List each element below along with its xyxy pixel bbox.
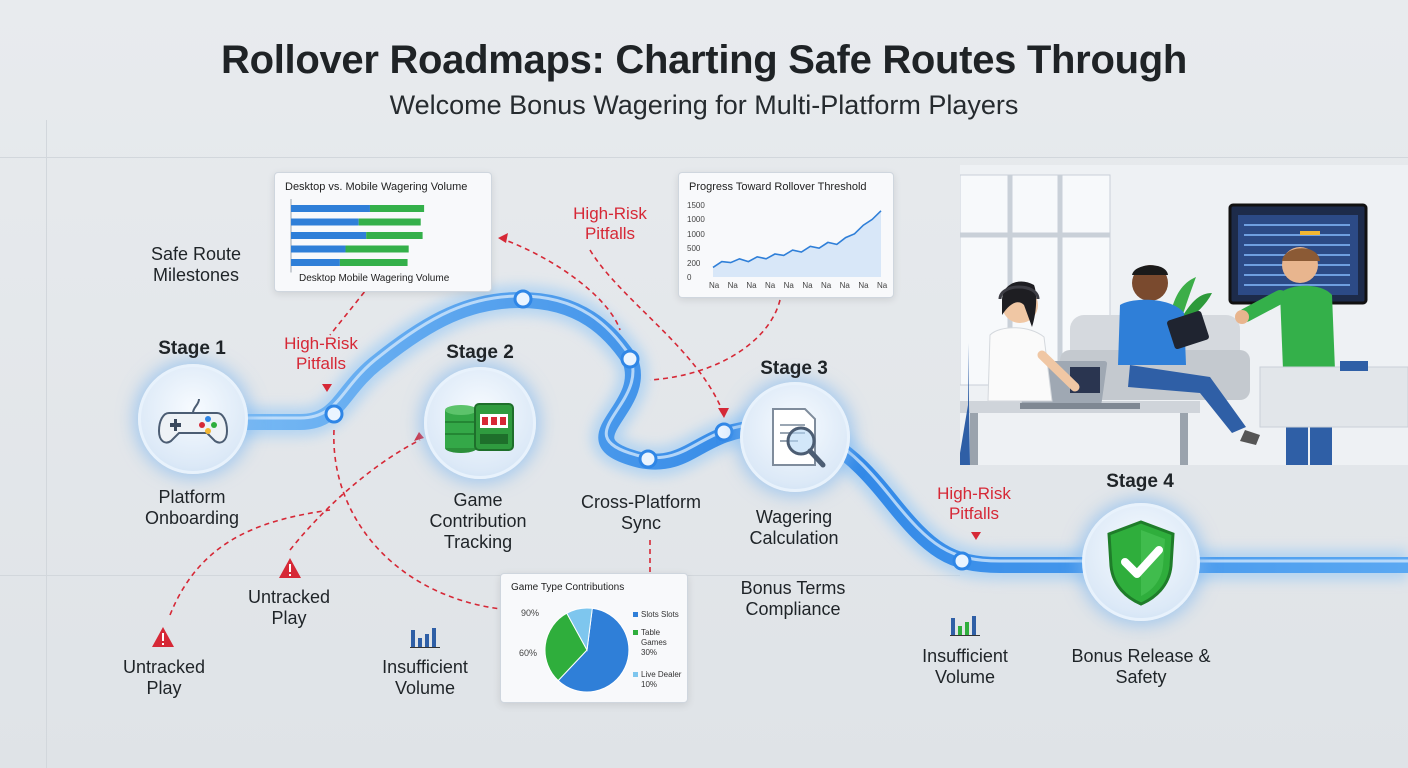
pie-slice	[566, 607, 593, 652]
page-title: Rollover Roadmaps: Charting Safe Routes …	[221, 38, 1187, 82]
warning-icon	[279, 558, 301, 578]
bar-desktop	[291, 232, 367, 239]
line-area	[713, 210, 881, 277]
legend-swatch	[633, 630, 638, 635]
high-risk-pitfalls-label: High-Risk Pitfalls	[937, 484, 1011, 523]
y-tick-label: 1000	[687, 215, 705, 225]
bar-mobile	[366, 232, 423, 239]
stage-2-label: Stage 2	[446, 342, 514, 363]
high-risk-pitfalls-label: High-Risk Pitfalls	[573, 204, 647, 243]
stage-3-node	[740, 382, 850, 492]
grid-line	[46, 120, 47, 768]
route-highlight	[190, 294, 1408, 563]
line-series	[712, 210, 882, 269]
bar-mobile	[345, 245, 409, 253]
cross-platform-sync-label: Cross-Platform Sync	[580, 492, 701, 533]
risk-arrowheads	[322, 233, 981, 540]
milestones-label: Safe Route Milestones	[150, 244, 242, 285]
grid-line	[0, 575, 960, 576]
x-tick-label: Na	[783, 281, 794, 290]
high-risk-pitfalls-label: High-Risk Pitfalls	[284, 334, 358, 373]
bar-desktop	[291, 259, 340, 266]
pie-slice	[557, 607, 630, 693]
page-subtitle: Welcome Bonus Wagering for Multi-Platfor…	[389, 90, 1019, 120]
pie-side-label: 60%	[519, 648, 538, 658]
grid-line	[0, 157, 1408, 158]
legend-swatch	[633, 672, 638, 677]
y-tick-label: 200	[687, 258, 701, 268]
legend-label: Slots Slots	[641, 610, 679, 619]
bar-desktop	[291, 218, 359, 226]
x-tick-label: Na	[877, 281, 888, 290]
players-scene-illustration	[960, 165, 1408, 465]
game-type-contributions-card: Game Type Contributions 90% 60% Slots Sl…	[500, 573, 688, 703]
game-type-pie-chart	[544, 607, 630, 693]
bar-chart-icon	[410, 628, 440, 648]
legend-label: Table Games 30%	[641, 628, 667, 657]
pie-side-label: 90%	[521, 608, 540, 618]
chart-title: Progress Toward Rollover Threshold	[689, 181, 867, 193]
untracked-play-label: Untracked Play	[247, 587, 331, 628]
bar-chart-icon	[950, 616, 980, 636]
desktop-mobile-bar-chart	[290, 199, 425, 273]
stage-3-label: Stage 3	[760, 358, 828, 379]
stage-4-name: Bonus Release & Safety	[1071, 646, 1211, 687]
stage-4-label: Stage 4	[1106, 471, 1174, 492]
bar-mobile	[358, 218, 421, 226]
tablet-man-illustration	[1118, 265, 1260, 445]
x-tick-label: Na	[858, 281, 869, 290]
shield-check-icon	[1107, 520, 1175, 606]
x-tick-label: Na	[709, 281, 720, 290]
rollover-progress-line-chart	[712, 210, 882, 277]
tv-stand-illustration	[1259, 361, 1408, 428]
stage-3-name: Wagering Calculation	[749, 507, 839, 548]
bar-mobile	[369, 205, 425, 212]
untracked-play-label: Untracked Play	[122, 657, 206, 698]
bar-desktop	[291, 205, 370, 212]
pie-slice	[544, 612, 588, 682]
casino-chips-slot-icon	[445, 403, 514, 453]
bonus-terms-label: Bonus Terms Compliance	[740, 578, 846, 619]
x-tick-label: Na	[765, 281, 776, 290]
route-waypoints	[324, 289, 972, 571]
y-tick-label: 500	[687, 244, 701, 254]
x-tick-label: Na	[727, 281, 738, 290]
rollover-progress-chart-card: Progress Toward Rollover Threshold 1500 1…	[678, 172, 894, 298]
chart-title: Game Type Contributions	[511, 582, 625, 593]
legend-swatch	[633, 612, 638, 617]
bar-mobile	[339, 259, 408, 266]
chart-title: Desktop vs. Mobile Wagering Volume	[285, 181, 468, 193]
stage-1-name: Platform Onboarding	[144, 487, 240, 528]
stage-1-node	[138, 364, 248, 474]
x-tick-label: Na	[802, 281, 813, 290]
warning-icon	[152, 627, 174, 647]
stage-1-label: Stage 1	[158, 338, 226, 359]
insufficient-volume-label: Insufficient Volume	[922, 646, 1008, 687]
risk-connectors	[169, 237, 781, 616]
desktop-mobile-chart-card: Desktop vs. Mobile Wagering Volume Deskt…	[274, 172, 492, 292]
x-tick-label: Na	[821, 281, 832, 290]
y-tick-label: 0	[687, 273, 692, 282]
insufficient-volume-label: Insufficient Volume	[382, 657, 468, 698]
headset-woman-illustration	[960, 281, 1080, 465]
route-path	[182, 291, 1408, 573]
x-tick-label: Na	[839, 281, 850, 290]
document-magnifier-icon	[772, 408, 826, 468]
bar-desktop	[291, 245, 346, 253]
stage-4-node	[1082, 503, 1200, 621]
y-tick-label: 1000	[687, 229, 705, 239]
legend-label: Live Dealer 10%	[641, 670, 682, 689]
gamepad-icon	[157, 398, 229, 444]
x-tick-label: Na	[746, 281, 757, 290]
stage-2-name: Game Contribution Tracking	[429, 490, 527, 552]
stage-2-node	[424, 367, 536, 479]
chart-xlabel: Desktop Mobile Wagering Volume	[299, 273, 450, 284]
y-tick-label: 1500	[687, 201, 705, 210]
